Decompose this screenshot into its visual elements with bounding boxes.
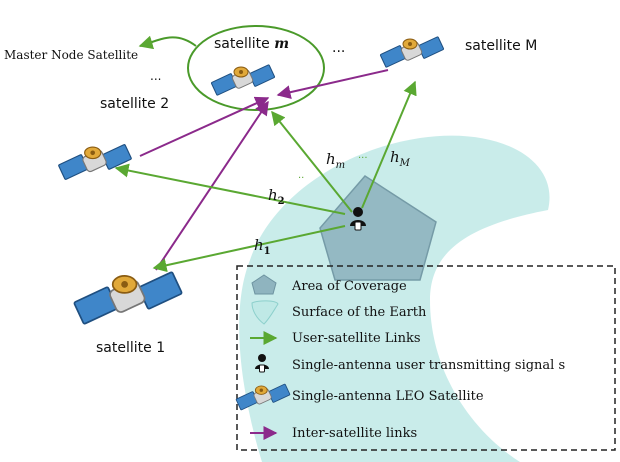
legend-item-inter-links: Inter-satellite links [292, 426, 417, 441]
link-dots-1: .. [298, 170, 304, 181]
usl-user-to-sat1 [152, 225, 346, 273]
legend-item-satellite: Single-antenna LEO Satellite [292, 389, 484, 404]
satellite-2-icon [57, 143, 133, 181]
user-icon [350, 207, 366, 231]
legend-item-user-links: User-satellite Links [292, 331, 421, 346]
legend-box [236, 265, 616, 451]
legend-item-user: Single-antenna user transmitting signal … [292, 358, 565, 373]
satellite-M-icon [379, 36, 445, 68]
usl-user-to-satm [271, 110, 353, 213]
satellite-1-icon [73, 270, 183, 326]
legend-user-icon [255, 354, 269, 373]
legend-item-coverage: Area of Coverage [291, 279, 407, 294]
ellipsis-left: ... [150, 69, 161, 83]
usl-user-to-sat2 [114, 163, 346, 215]
link-dots-2: ... [358, 150, 368, 161]
isl-sat2-to-satm [139, 96, 270, 157]
satellite-2-label: satellite 2 [100, 96, 169, 112]
earth-surface [239, 135, 550, 462]
satellite-1-label: satellite 1 [96, 340, 165, 356]
master-node-label: Master Node Satellite [4, 48, 138, 62]
h1-label: h1 [254, 236, 271, 257]
satellite-M-label: satellite M [465, 38, 537, 54]
legend-earth-surface-icon [251, 300, 279, 325]
legend-item-earth: Surface of the Earth [292, 305, 427, 320]
usl-user-to-satM [361, 80, 417, 209]
hm-label: hm [326, 150, 345, 171]
isl-sat1-to-satm [155, 100, 269, 271]
hM-label: hM [390, 148, 411, 169]
ellipsis-top: ... [332, 40, 345, 56]
satellite-m-icon [210, 64, 276, 96]
legend-pentagon-icon [251, 274, 277, 295]
coverage-pentagon [319, 175, 437, 281]
satellite-m-label: satellite m [214, 36, 289, 52]
isl-satM-to-satm [276, 69, 389, 100]
h2-label: h2 [268, 186, 285, 207]
master-node-pointer [138, 35, 197, 50]
